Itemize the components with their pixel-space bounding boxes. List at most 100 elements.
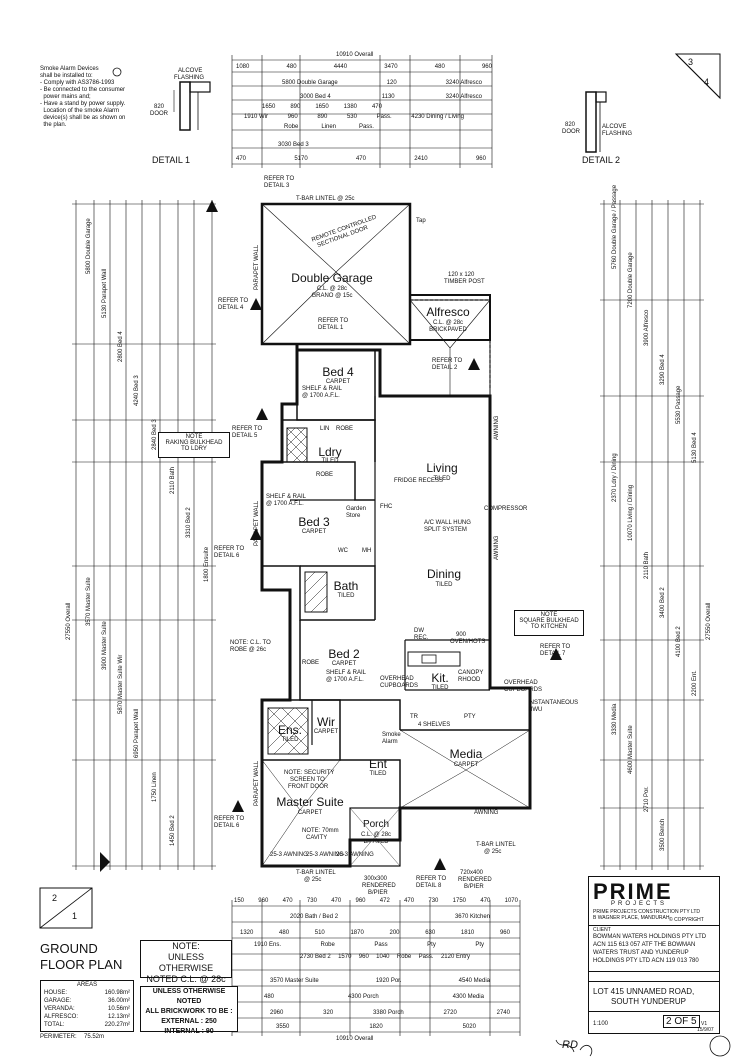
dimension-value: 2960 <box>270 1010 284 1016</box>
room-living: Living <box>426 461 458 475</box>
rendered-pier-label: RENDERED <box>362 883 396 889</box>
rendered-pier-2-size: 720x400 <box>460 870 484 876</box>
areas-row-label: VERANDA: <box>44 1006 75 1012</box>
refer-detail-2: REFER TO <box>432 358 463 364</box>
dimension-value: Robe <box>284 124 299 130</box>
wc-label: WC <box>338 548 348 554</box>
awning-bottom-1: 25-3 AWNING <box>270 852 308 858</box>
dimension-value: 2370 Ldry / Dining <box>612 453 618 502</box>
dimension-value: 3240 Alfresco <box>445 94 482 100</box>
room-kitchen-floor: TILED <box>431 685 449 691</box>
client-line-4: HOLDINGS PTY LTD ACN 119 013 780 <box>593 958 699 964</box>
tr-label: TR <box>410 714 418 720</box>
areas-row-label: TOTAL: <box>44 1022 65 1028</box>
dimension-value: 320 <box>323 1010 334 1016</box>
room-alfresco-ceiling: C.L. @ 28c <box>432 320 464 326</box>
timber-post-size: 120 x 120 <box>448 272 475 278</box>
room-living-floor: TILED <box>433 476 451 482</box>
client-label: CLIENT <box>593 927 611 933</box>
smoke-alarm-note-line: the plan. <box>40 122 67 128</box>
dimension-value: 3570 Master Suite <box>86 577 92 626</box>
tbar-lintel-bottom: T-BAR LINTEL <box>296 870 336 876</box>
mh-label: MH <box>362 548 372 554</box>
cavity-note-sub: CAVITY <box>306 835 328 841</box>
dimension-value: 1650 <box>262 104 276 110</box>
dimension-value: 510 <box>314 930 325 936</box>
shelf-rail-bed-2-sub: @ 1700 A.F.L. <box>326 677 364 683</box>
square-bulkhead-title: NOTE <box>540 612 558 618</box>
shelves-label: 4 SHELVES <box>418 722 451 728</box>
room-alfresco-floor: BRICKPAVED <box>429 327 467 333</box>
fridge-recess: FRIDGE RECESS <box>394 478 444 484</box>
room-media-floor: CARPET <box>453 762 479 768</box>
tbar-lintel-top: T-BAR LINTEL @ 25c <box>296 196 355 202</box>
areas-row-label: GARAGE: <box>44 998 72 1004</box>
dimension-value: 890 <box>290 104 301 110</box>
dimension-value: Pty <box>475 942 484 948</box>
client-line-2: ACN 115 613 057 ATF THE BOWMAN <box>593 942 696 948</box>
dimension-value: 1920 Por. <box>375 978 402 984</box>
dimension-value: 960 <box>358 954 369 960</box>
dimension-value: 4600 Master Suite <box>628 724 634 774</box>
dimension-value: 1820 <box>369 1024 383 1030</box>
dimension-value: 1910 Wir <box>244 114 269 120</box>
dimension-value: 3550 <box>276 1024 290 1030</box>
dimension-value: 1080 <box>236 64 250 70</box>
dimension-value: 5170 <box>294 156 308 162</box>
dimension-value: 4540 Media <box>458 978 490 984</box>
dimension-value: 1870 <box>350 930 364 936</box>
security-note-line1: SCREEN TO <box>290 777 325 783</box>
refer-detail-4-sub: DETAIL 4 <box>218 305 244 311</box>
dimension-value: 1070 <box>504 898 518 904</box>
smoke-alarm-note-line: device(s) shall be as shown on <box>40 115 126 121</box>
raking-bulkhead-line1: RAKING BULKHEAD <box>165 440 223 446</box>
dimension-value: 1320 <box>240 930 254 936</box>
rec-label: REC. <box>414 635 429 641</box>
areas-title: AREAS <box>76 982 98 988</box>
dimension-value: 2020 Bath / Bed 2 <box>290 914 339 920</box>
dim-bottom-row-6: 3570 Master Suite 1920 Por. 4540 Media <box>270 978 490 984</box>
dimension-value: 1750 Linen <box>152 772 158 802</box>
address-line-1: LOT 415 UNNAMED ROAD, <box>593 987 695 996</box>
dimension-value: 470 <box>282 898 293 904</box>
dimension-value: 470 <box>236 156 247 162</box>
dimension-value: 3400 Bed 2 <box>660 587 666 619</box>
dimension-value: 960 <box>355 898 366 904</box>
smoke-alarm-note-line: - Comply with AS3786-1993 <box>40 80 115 86</box>
refer-detail-5-sub: DETAIL 5 <box>232 433 258 439</box>
timber-post-label: TIMBER POST <box>444 279 485 285</box>
dimension-value: 3570 Master Suite <box>270 978 319 984</box>
cavity-note: NOTE: 70mm <box>302 828 339 834</box>
dimension-value: 2410 <box>414 156 428 162</box>
refer-detail-4: REFER TO <box>218 298 249 304</box>
garden-store: Garden <box>346 506 367 512</box>
dimension-value: 470 <box>355 156 366 162</box>
robe-cl-note: NOTE: C.L. TO <box>230 640 271 646</box>
parapet-wall-master: PARAPET WALL <box>254 760 260 806</box>
dimension-value: 4300 Media <box>452 994 484 1000</box>
areas-row: HOUSE:160.98m² <box>41 989 133 997</box>
view-number: 2 <box>52 893 58 903</box>
canopy-label: CANOPY <box>458 670 484 676</box>
garden-store-sub: Store <box>346 513 361 519</box>
detail-2-door-label: 820 <box>565 122 576 128</box>
smoke-alarm-note-line: - Have a stand by power supply. <box>40 101 126 107</box>
shelf-rail-bed-3-sub: @ 1700 A.F.L. <box>266 501 304 507</box>
dimension-value: 3240 Alfresco <box>445 80 482 86</box>
dimension-value: 2110 Bath <box>644 552 650 580</box>
dimension-value: 960 <box>481 64 492 70</box>
dimension-value: Linen <box>321 124 336 130</box>
shelf-rail-bed-4-sub: @ 1700 A.F.L. <box>302 393 340 399</box>
room-bath: Bath <box>333 579 359 593</box>
room-porch-floor: B/PAVED <box>363 839 389 845</box>
room-porch: Porch <box>362 819 390 830</box>
ceiling-note-line1: UNLESS OTHERWISE <box>158 952 214 973</box>
dimension-value: 2120 Entry <box>440 954 470 960</box>
